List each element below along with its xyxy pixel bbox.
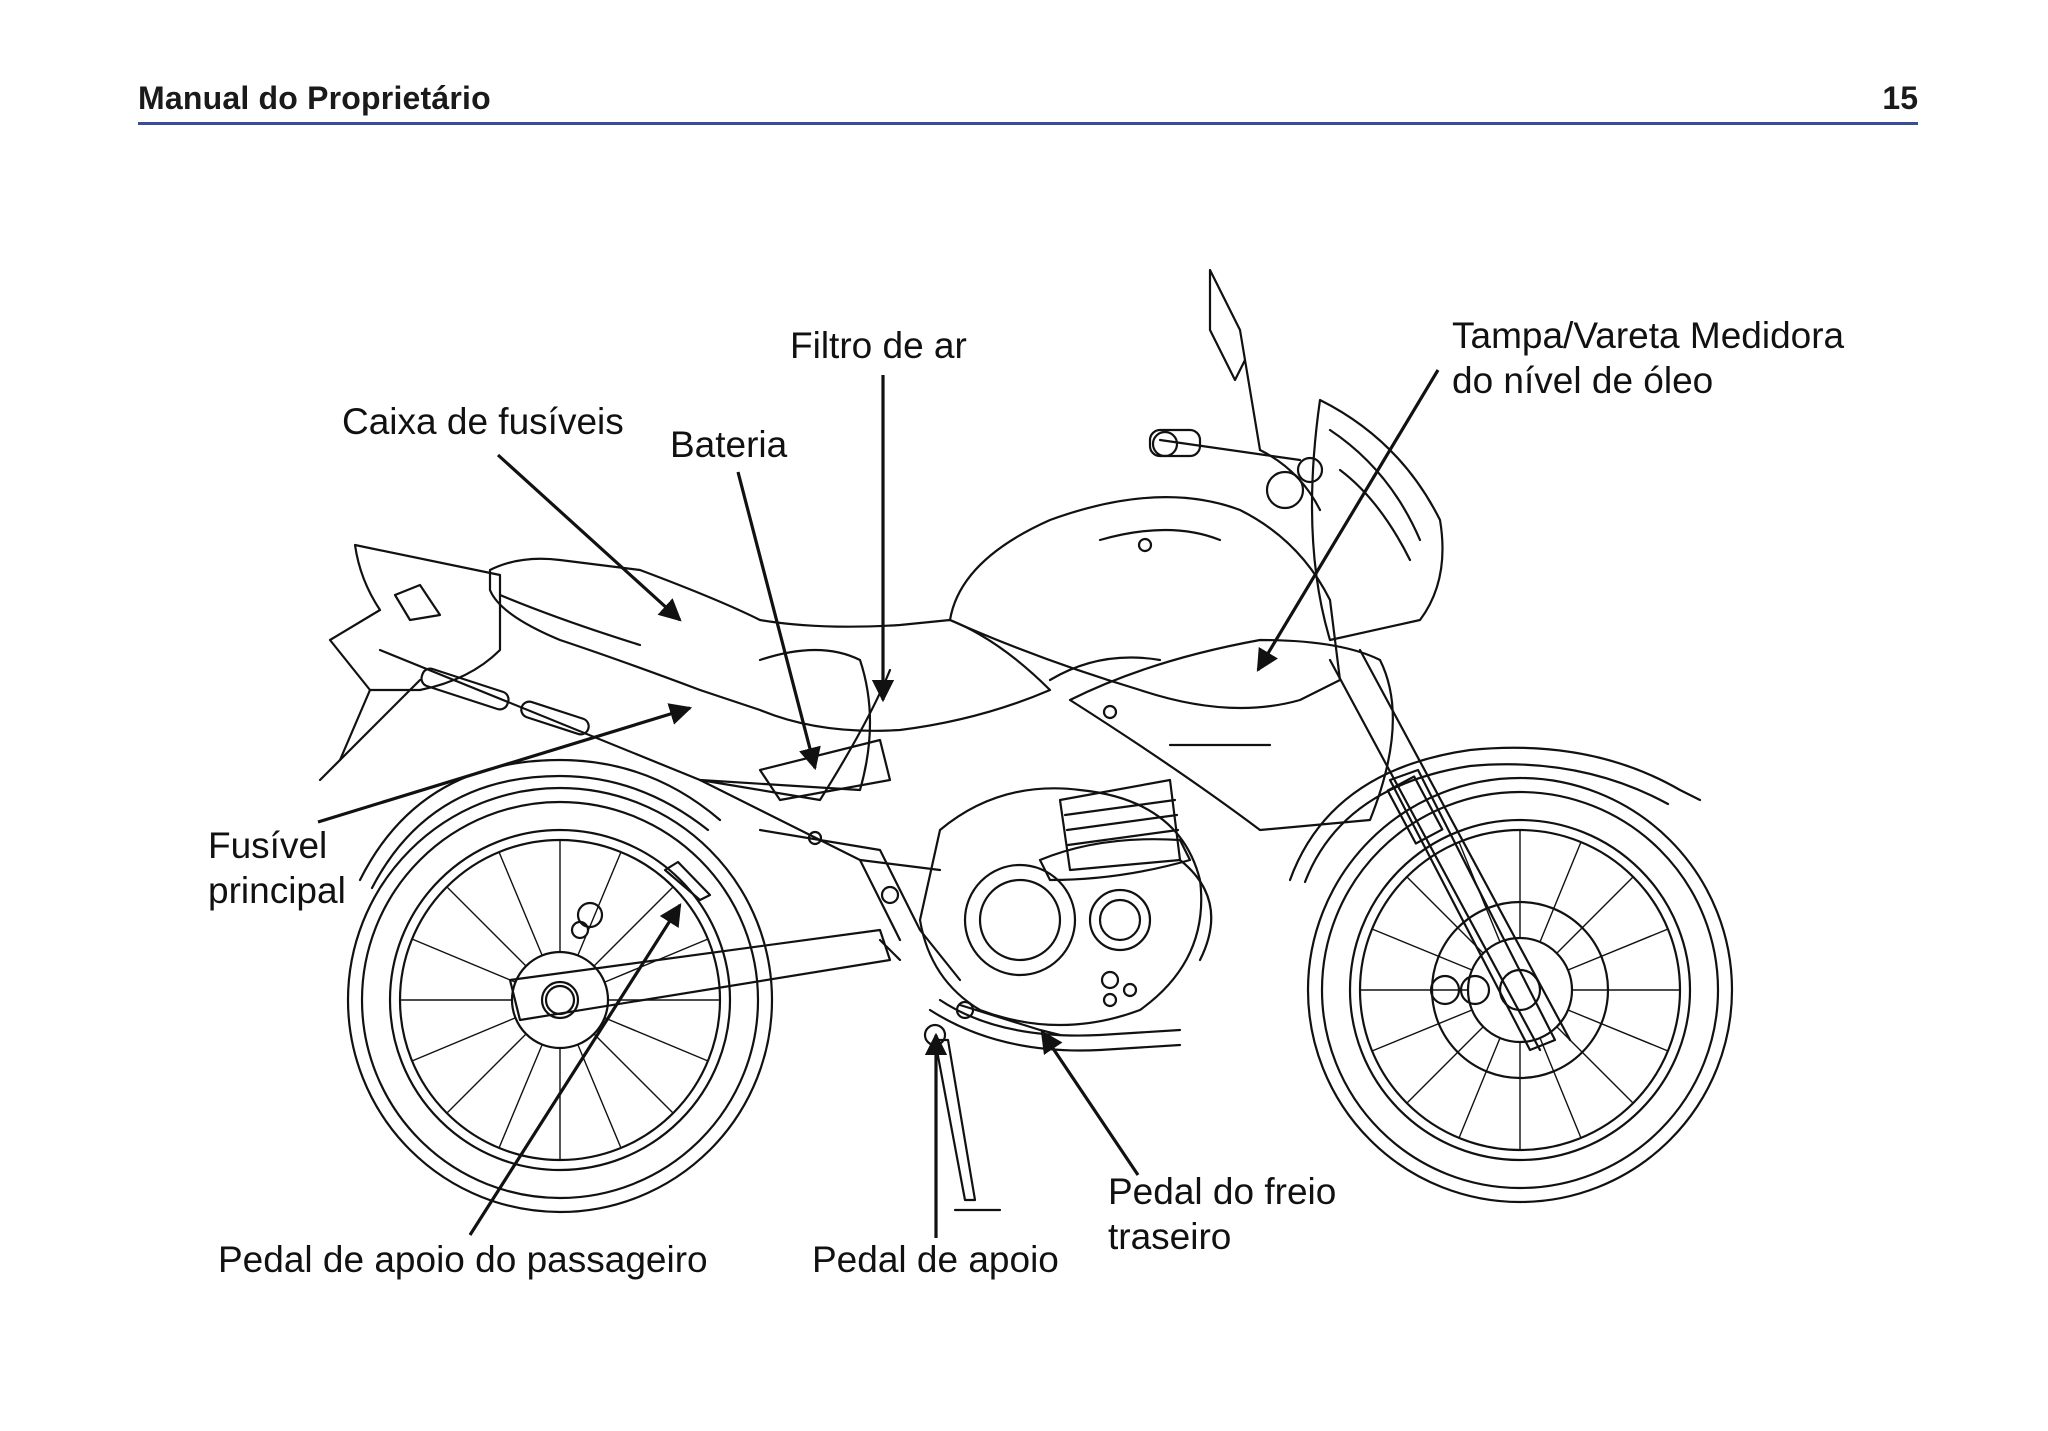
label-line-2: principal (208, 870, 346, 911)
arrow-tampa-vareta (1256, 369, 1440, 672)
label-pedal-freio-traseiro: Pedal do freio traseiro (1108, 1169, 1336, 1259)
front-fork (1328, 648, 1572, 1052)
engine (918, 778, 1213, 1027)
frame (698, 778, 962, 982)
arrow-fusivel-principal (317, 703, 693, 824)
handlebar-mirror (1148, 268, 1324, 512)
label-tampa-vareta: Tampa/Vareta Medidora do nível de óleo (1452, 313, 1844, 403)
label-text: Pedal de apoio do passageiro (218, 1239, 708, 1280)
label-caixa-de-fusiveis: Caixa de fusíveis (342, 399, 624, 444)
arrow-pedal-apoio-passageiro (468, 903, 682, 1236)
side-cover (1068, 638, 1394, 832)
label-filtro-de-ar: Filtro de ar (790, 323, 967, 368)
rear-wheel (346, 758, 774, 1214)
label-line-2: do nível de óleo (1452, 360, 1714, 401)
arrow-bateria (736, 471, 821, 771)
label-line-1: Fusível (208, 825, 328, 866)
label-text: Caixa de fusíveis (342, 401, 624, 442)
label-text: Bateria (670, 424, 788, 465)
page-number: 15 (1882, 80, 1918, 116)
passenger-peg (570, 860, 712, 940)
label-pedal-apoio-passageiro: Pedal de apoio do passageiro (218, 1237, 708, 1282)
battery-panel (758, 738, 892, 802)
label-line-2: traseiro (1108, 1216, 1232, 1257)
label-text: Pedal de apoio (812, 1239, 1059, 1280)
arrow-caixa-de-fusiveis (496, 453, 682, 622)
label-line-1: Tampa/Vareta Medidora (1452, 315, 1845, 356)
callout-arrows (317, 369, 1440, 1238)
seat (488, 557, 1052, 732)
page-header-title: Manual do Proprietário (138, 80, 491, 116)
fuel-tank (948, 496, 1342, 710)
label-fusivel-principal: Fusível principal (208, 823, 346, 913)
label-bateria: Bateria (670, 422, 787, 467)
label-line-1: Pedal do freio (1108, 1171, 1337, 1212)
label-pedal-de-apoio: Pedal de apoio (812, 1237, 1059, 1282)
label-text: Filtro de ar (790, 325, 967, 366)
swingarm (508, 928, 902, 1022)
rear-body (318, 543, 892, 802)
header-divider (138, 122, 1918, 125)
arrow-pedal-freio-traseiro (1040, 1030, 1140, 1176)
front-wheel (1288, 746, 1734, 1204)
